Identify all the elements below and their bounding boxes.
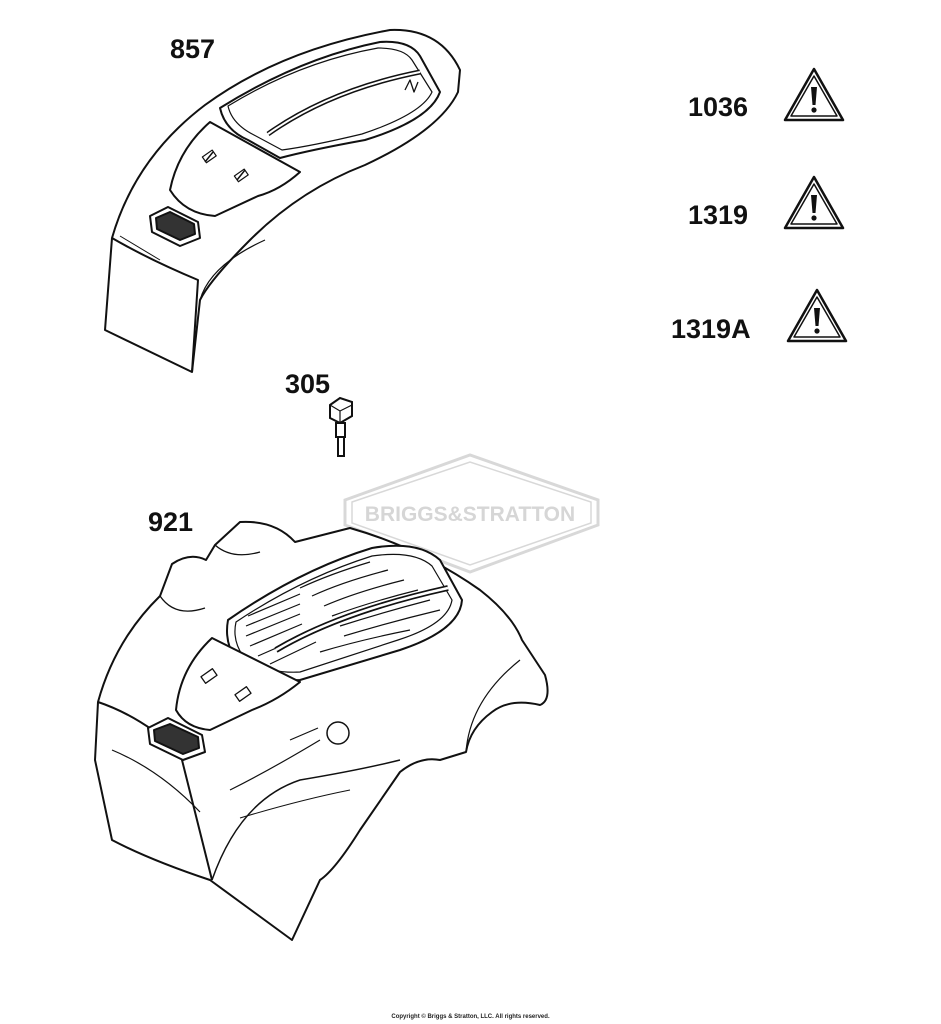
logo-badge-857 <box>149 206 201 247</box>
copyright-footer: Copyright © Briggs & Stratton, LLC. All … <box>391 1014 550 1020</box>
part-305-screw <box>329 396 353 457</box>
callout-1036: 1036 <box>688 92 748 122</box>
watermark-text: BRIGGS&STRATTON <box>365 503 575 526</box>
warning-triangle-icon <box>783 175 845 230</box>
callout-921: 921 <box>148 507 193 537</box>
callout-305: 305 <box>285 369 330 399</box>
part-857-drawing <box>104 28 461 373</box>
callout-1319: 1319 <box>688 200 748 230</box>
part-921-drawing <box>94 520 549 941</box>
logo-badge-921 <box>147 717 206 761</box>
callout-857: 857 <box>170 34 215 64</box>
warning-triangle-icon <box>786 288 848 343</box>
callout-1319A: 1319A <box>671 314 751 344</box>
grille-slats-921 <box>245 561 441 665</box>
watermark-logo: BRIGGS&STRATTON <box>343 453 600 574</box>
warning-triangle-icon <box>783 67 845 122</box>
